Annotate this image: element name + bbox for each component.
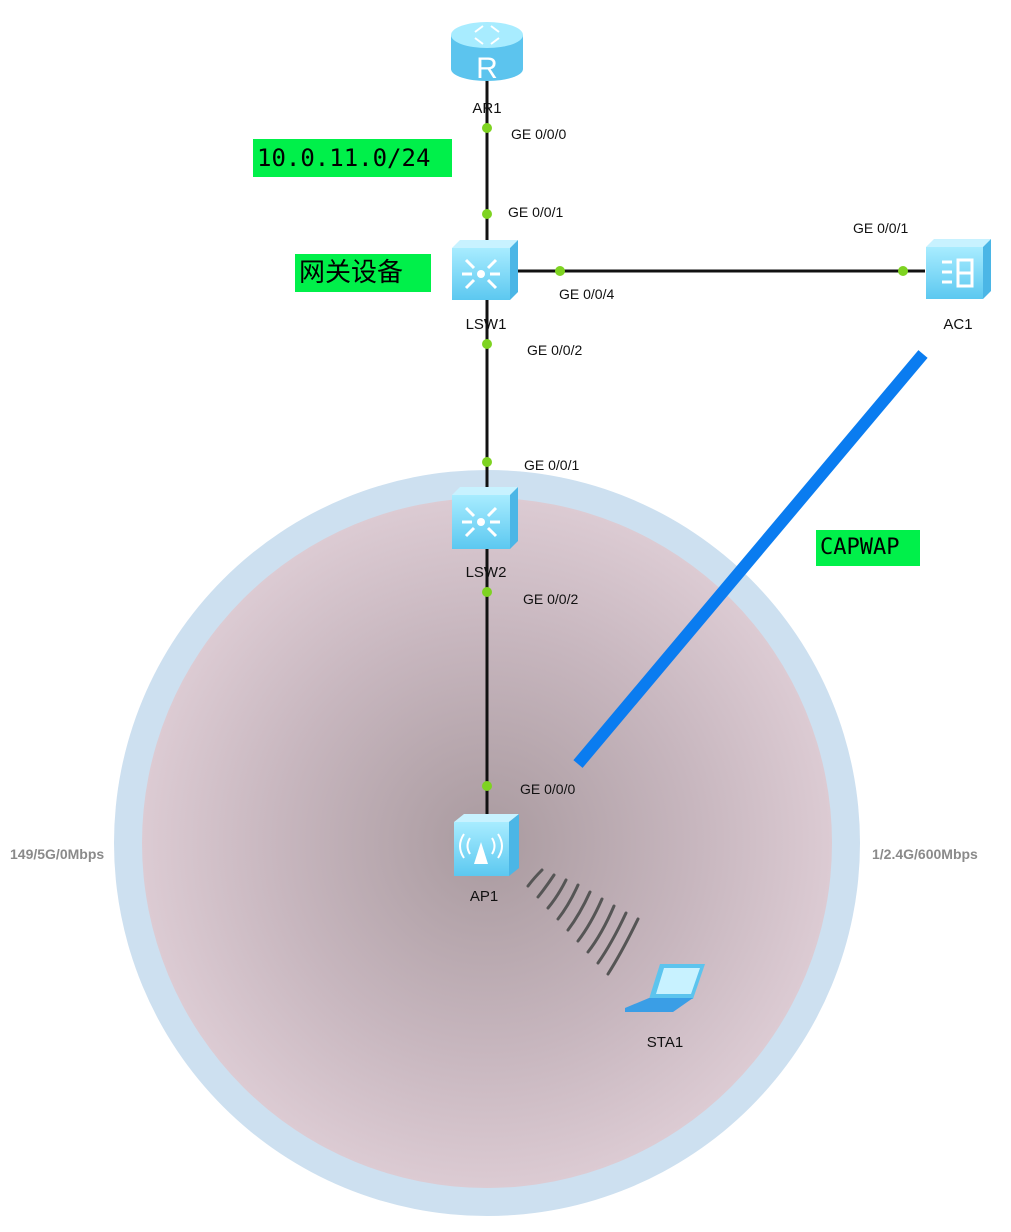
access-controller-icon[interactable] <box>926 239 991 299</box>
port-dot <box>555 266 565 276</box>
device-label-lsw1: LSW1 <box>466 316 507 333</box>
port-label: GE 0/0/4 <box>559 286 614 302</box>
port-dot <box>482 781 492 791</box>
switch-icon[interactable] <box>452 240 518 300</box>
port-dot <box>482 209 492 219</box>
radio-label-5g: 149/5G/0Mbps <box>10 846 104 862</box>
port-label: GE 0/0/1 <box>853 220 908 236</box>
capwap-tunnel-line <box>573 350 928 768</box>
access-point-icon[interactable] <box>454 814 519 876</box>
device-label-sta1: STA1 <box>647 1034 683 1051</box>
router-icon[interactable]: R <box>451 22 523 85</box>
port-dot <box>482 457 492 467</box>
port-dot <box>482 587 492 597</box>
port-label: GE 0/0/0 <box>511 126 566 142</box>
port-label: GE 0/0/2 <box>527 342 582 358</box>
port-label: GE 0/0/2 <box>523 591 578 607</box>
port-dot <box>482 123 492 133</box>
port-label: GE 0/0/1 <box>508 204 563 220</box>
device-label-ac1: AC1 <box>943 316 972 333</box>
port-dot <box>898 266 908 276</box>
capwap-note: CAPWAP <box>816 530 920 566</box>
laptop-icon[interactable] <box>625 964 705 1012</box>
port-label: GE 0/0/1 <box>524 457 579 473</box>
wireless-signal-icon <box>526 868 640 976</box>
gateway-note: 网关设备 <box>295 254 431 292</box>
subnet-note: 10.0.11.0/24 <box>253 139 452 177</box>
radio-label-2g: 1/2.4G/600Mbps <box>872 846 978 862</box>
device-label-ap1: AP1 <box>470 888 498 905</box>
device-label-ar1: AR1 <box>472 100 501 117</box>
port-dot <box>482 339 492 349</box>
device-label-lsw2: LSW2 <box>466 564 507 581</box>
switch-icon[interactable] <box>452 487 518 549</box>
port-dots <box>482 123 908 791</box>
svg-text:R: R <box>476 52 498 85</box>
port-label: GE 0/0/0 <box>520 781 575 797</box>
